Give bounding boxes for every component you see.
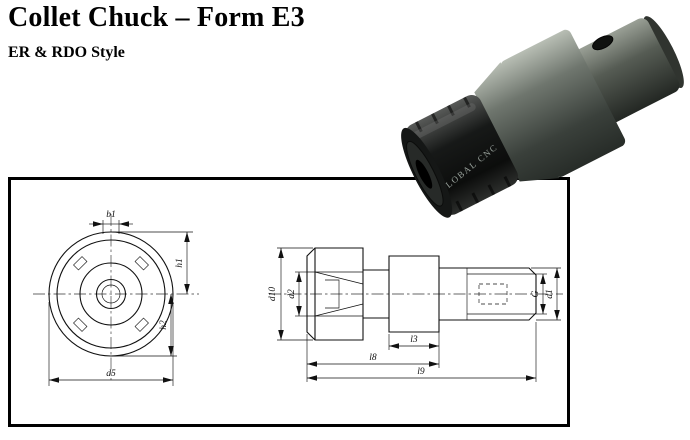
dim-label-g: G xyxy=(531,290,541,297)
dim-label-d10: d10 xyxy=(268,287,278,302)
dim-d1: d1 xyxy=(531,267,561,321)
collet-slot xyxy=(325,279,340,309)
dim-h2: h2 xyxy=(113,294,177,357)
nut-circle xyxy=(56,239,166,349)
side-lock-hole xyxy=(592,35,614,51)
spanner-slots xyxy=(73,256,149,332)
dim-label-h2: h2 xyxy=(159,320,169,330)
bore-inner-circle xyxy=(101,284,121,304)
dim-label-l9: l9 xyxy=(417,367,425,377)
dim-g: G xyxy=(531,273,547,315)
internal-bore-hidden xyxy=(478,283,508,305)
dim-h1: h1 xyxy=(113,231,193,294)
dim-d2: d2 xyxy=(287,271,307,317)
dim-label-d1: d1 xyxy=(545,289,555,299)
dim-label-d2: d2 xyxy=(287,289,297,299)
shank-outline xyxy=(439,267,537,321)
page-subtitle: ER & RDO Style xyxy=(8,44,125,61)
technical-drawing-box: b1 h1 h2 d5 xyxy=(8,177,570,427)
chuck-cone xyxy=(474,62,560,182)
collet-bore xyxy=(415,159,433,189)
dim-label-b1: b1 xyxy=(106,210,116,220)
dim-b1: b1 xyxy=(89,210,133,234)
product-photo: GLOBAL CNC xyxy=(396,0,690,220)
dim-l9: l9 xyxy=(306,322,537,382)
dim-label-l8: l8 xyxy=(369,353,377,363)
chuck-body xyxy=(500,29,626,177)
collet-circle xyxy=(79,262,143,326)
dim-l8: l8 xyxy=(306,334,440,368)
collet-chuck-photo: GLOBAL CNC xyxy=(401,16,684,218)
technical-drawing: b1 h1 h2 d5 xyxy=(33,210,563,386)
dim-label-d5: d5 xyxy=(106,369,116,379)
dim-l3: l3 xyxy=(388,322,440,350)
dim-label-h1: h1 xyxy=(175,258,185,268)
page-title: Collet Chuck – Form E3 xyxy=(8,2,305,33)
nut-highlight xyxy=(412,103,476,140)
nut-slots xyxy=(415,96,512,212)
side-view: d10 d2 G xyxy=(268,247,563,382)
dim-d5: d5 xyxy=(48,302,174,386)
bore-circle xyxy=(95,278,127,310)
front-view: b1 h1 h2 d5 xyxy=(33,210,199,386)
dim-label-l3: l3 xyxy=(410,335,418,345)
collet-chuck: GLOBAL CNC xyxy=(401,16,684,218)
